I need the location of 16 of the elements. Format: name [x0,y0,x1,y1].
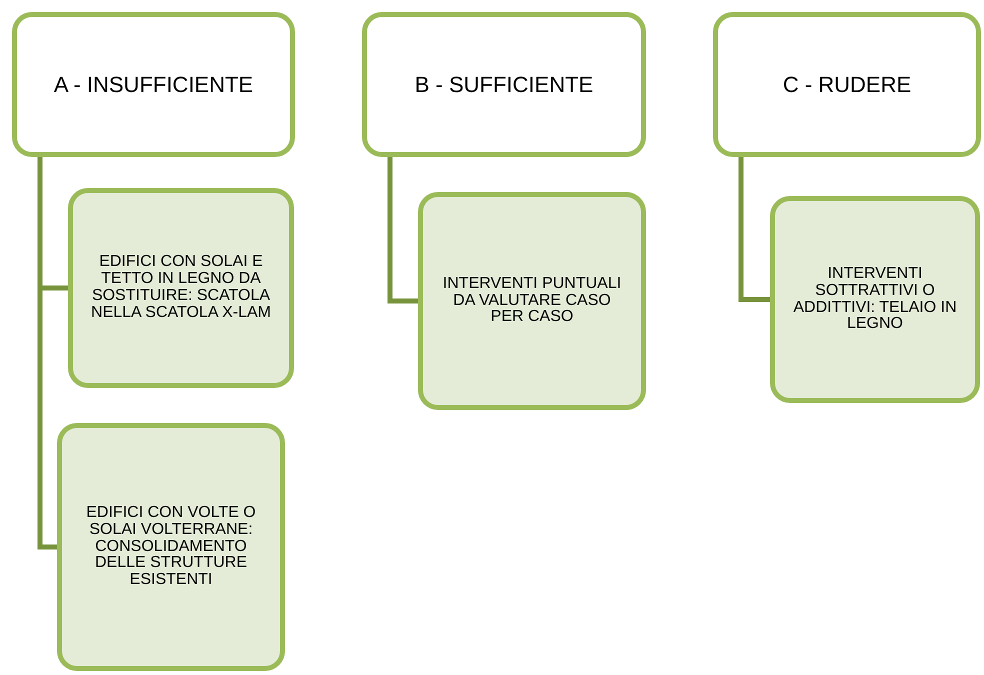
category-title: B - SUFFICIENTE [414,72,594,98]
intervention-text: INTERVENTI SOTTRATTIVI O ADDITTIVI: TELAIO IN LEGNO [792,266,958,334]
intervention-text: EDIFICI CON SOLAI E TETTO IN LEGNO DA SOSTITUIRE: SCATOLA NELLA SCATOLA X-LAM [90,254,272,322]
connector-line [388,157,418,304]
intervention-box [68,188,294,388]
category-box [12,12,295,157]
intervention-box [57,423,285,671]
intervention-text: INTERVENTI PUNTUALI DA VALUTARE CASO PER CASO [442,276,622,326]
category-title: A - INSUFFICIENTE [54,72,254,98]
intervention-box [418,192,646,410]
category-title: C - RUDERE [782,72,912,98]
category-box [362,12,646,157]
intervention-box [770,196,980,403]
intervention-text: EDIFICI CON VOLTE O SOLAI VOLTERRANE: CONSOLIDAMENTO DELLE STRUTTURE ESISTENTI [85,505,257,589]
category-box [713,12,981,157]
connector-line [738,157,770,302]
